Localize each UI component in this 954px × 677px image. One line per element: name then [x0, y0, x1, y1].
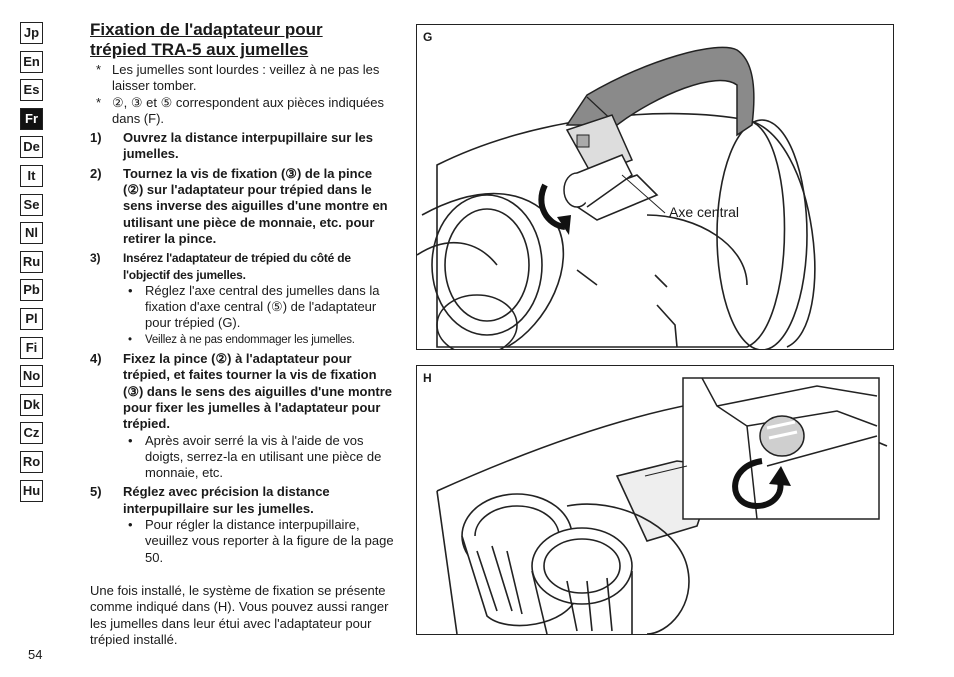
lang-tab-cz[interactable]: Cz: [20, 422, 43, 445]
bullet-item: • Veillez à ne pas endommager les jumelle…: [90, 332, 395, 348]
step-1: 1) Ouvrez la distance interpupillaire sur…: [90, 130, 395, 163]
bullet-text: Veillez à ne pas endommager les jumelles…: [145, 333, 355, 346]
center-axis-callout: Axe central: [669, 204, 740, 220]
lang-tab-de[interactable]: De: [20, 136, 43, 159]
lang-tab-es[interactable]: Es: [20, 79, 43, 102]
installed-adapter-illustration: [436, 377, 888, 634]
step-text: Réglez avec précision la distance interp…: [123, 484, 330, 516]
bullet-item: • Pour régler la distance interpupillaire…: [90, 517, 395, 566]
step-number: 5): [90, 484, 102, 500]
step-number: 4): [90, 351, 102, 367]
step-number: 1): [90, 130, 102, 146]
figure-label: H: [423, 371, 432, 385]
lang-tab-ro[interactable]: Ro: [20, 450, 43, 473]
instruction-column: Fixation de l'adaptateur pour trépied TR…: [90, 20, 395, 648]
lang-tab-se[interactable]: Se: [20, 193, 43, 216]
bullet-icon: •: [128, 333, 132, 346]
step-number: 3): [90, 251, 101, 266]
figure-h: H: [416, 365, 894, 635]
note-text: Les jumelles sont lourdes : veillez à ne…: [112, 62, 380, 94]
lang-tab-en[interactable]: En: [20, 50, 43, 73]
step-4: 4) Fixez la pince (②) à l'adaptateur pour…: [90, 351, 395, 432]
step-2: 2) Tournez la vis de fixation (③) de la p…: [90, 166, 395, 247]
lang-tab-fr[interactable]: Fr: [20, 107, 43, 130]
bullet-text: Pour régler la distance interpupillaire,…: [145, 517, 394, 565]
note-item: * ②, ③ et ⑤ correspondent aux pièces indi…: [90, 95, 395, 128]
binoculars-adapter-illustration: [417, 46, 816, 349]
lang-tab-hu[interactable]: Hu: [20, 479, 43, 502]
step-5: 5) Réglez avec précision la distance inte…: [90, 484, 395, 517]
lang-tab-pl[interactable]: Pl: [20, 307, 43, 330]
bullet-icon: •: [128, 517, 133, 533]
bullet-icon: •: [128, 432, 133, 448]
bullet-icon: •: [128, 282, 133, 298]
bullet-item: • Réglez l'axe central des jumelles dans …: [90, 283, 395, 332]
figure-g: G Axe c: [416, 24, 894, 350]
asterisk-icon: *: [96, 62, 102, 77]
lang-tab-fi[interactable]: Fi: [20, 336, 43, 359]
figure-label: G: [423, 30, 433, 44]
step-text: Fixez la pince (②) à l'adaptateur pour t…: [123, 351, 393, 432]
language-tabs: Jp En Es Fr De It Se Nl Ru Pb Pl Fi No D…: [20, 22, 43, 508]
bullet-item: • Après avoir serré la vis à l'aide de vo…: [90, 433, 395, 482]
lang-tab-dk[interactable]: Dk: [20, 393, 43, 416]
title-line-1: Fixation de l'adaptateur pour: [90, 20, 323, 39]
lang-tab-nl[interactable]: Nl: [20, 222, 43, 245]
section-title: Fixation de l'adaptateur pour trépied TR…: [90, 20, 395, 60]
lang-tab-no[interactable]: No: [20, 365, 43, 388]
bullet-text: Après avoir serré la vis à l'aide de vos…: [145, 432, 382, 481]
closing-paragraph: Une fois installé, le système de fixatio…: [90, 582, 389, 647]
lang-tab-pb[interactable]: Pb: [20, 279, 43, 302]
page-number: 54: [28, 647, 43, 662]
title-line-2: trépied TRA-5 aux jumelles: [90, 40, 309, 59]
step-3: 3) Insérez l'adaptateur de trépied du côt…: [90, 250, 395, 283]
step-text: Tournez la vis de fixation (③) de la pin…: [123, 165, 388, 246]
note-item: * Les jumelles sont lourdes : veillez à n…: [90, 62, 395, 95]
step-text: Insérez l'adaptateur de trépied du côté …: [123, 251, 351, 282]
lang-tab-ru[interactable]: Ru: [20, 250, 43, 273]
bullet-text: Réglez l'axe central des jumelles dans l…: [145, 282, 380, 331]
step-number: 2): [90, 165, 102, 181]
asterisk-icon: *: [96, 94, 102, 110]
note-text: ②, ③ et ⑤ correspondent aux pièces indiq…: [112, 94, 385, 126]
lang-tab-it[interactable]: It: [20, 164, 43, 187]
step-text: Ouvrez la distance interpupillaire sur l…: [123, 130, 373, 162]
lang-tab-jp[interactable]: Jp: [20, 22, 43, 44]
